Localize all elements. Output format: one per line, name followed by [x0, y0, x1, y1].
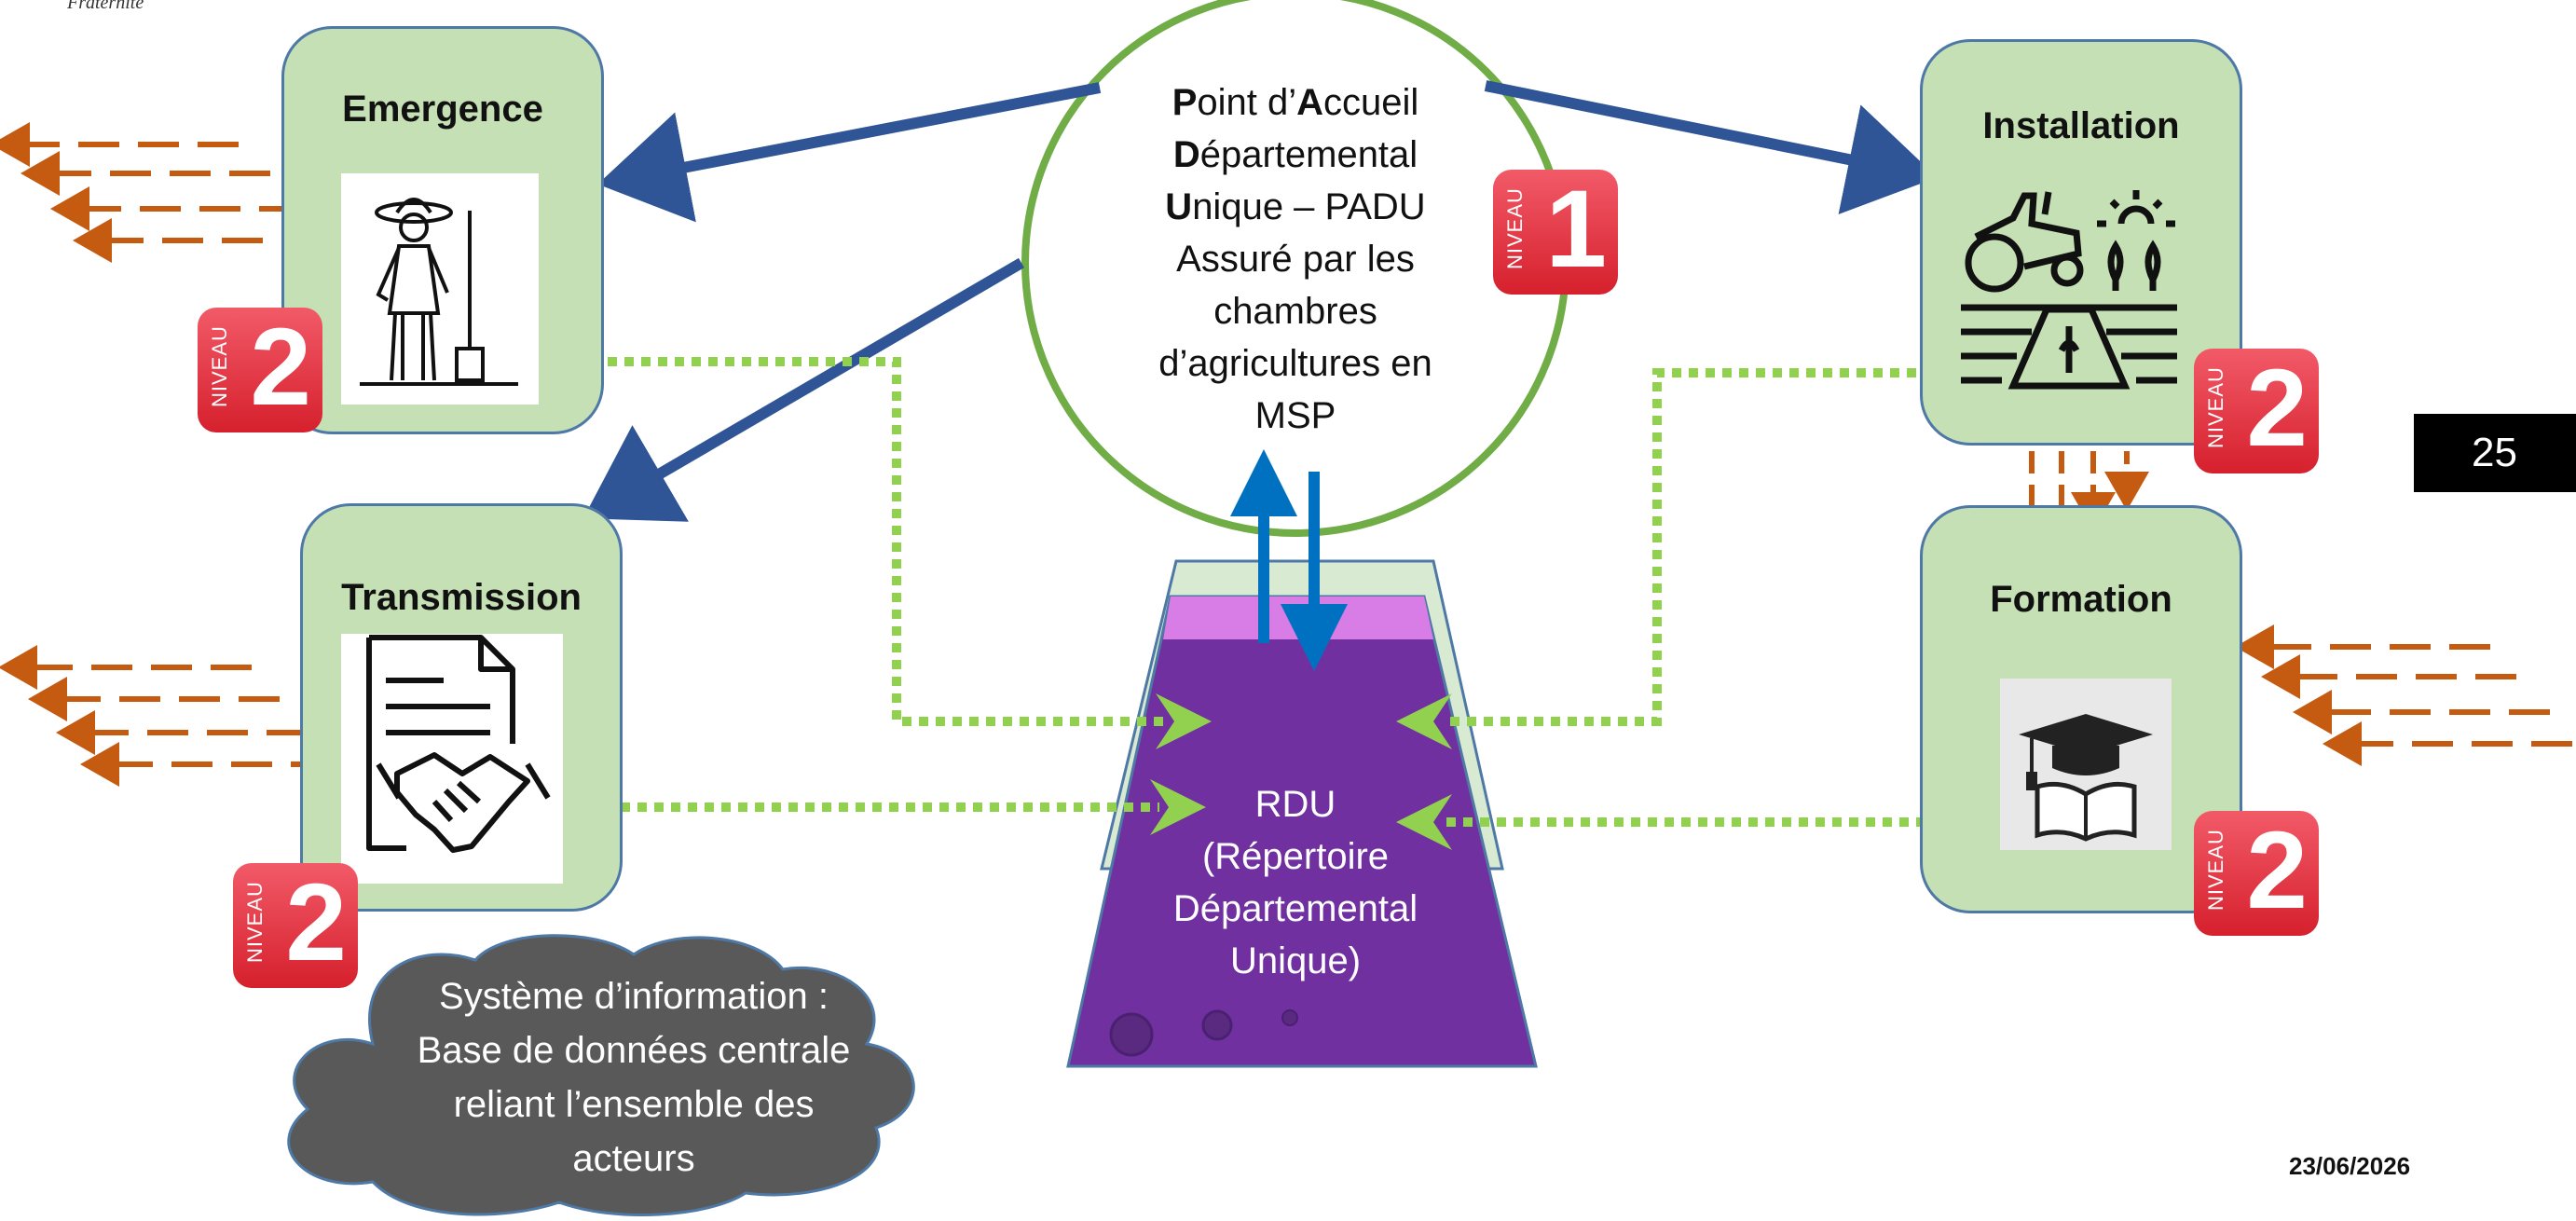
rdu-label: RDU (Répertoire Départemental Unique)	[1128, 778, 1463, 987]
padu-line-2: Départemental	[1172, 134, 1418, 175]
cloud-line-2: Base de données centrale	[417, 1030, 851, 1071]
cloud-line-4: acteurs	[572, 1138, 695, 1179]
badge-installation: NIVEAU 2	[2194, 347, 2319, 473]
installation-image	[1957, 186, 2181, 393]
padu-line-1: Point d’Accueil	[1172, 82, 1419, 123]
badge-level-number: 1	[1545, 168, 1607, 291]
formation-image	[2000, 679, 2172, 850]
tractor-field-icon	[1961, 190, 2177, 390]
orange-arrows-emergence	[0, 122, 322, 263]
padu-line-3: Unique – PADU	[1165, 186, 1426, 227]
padu-line-5: chambres	[1213, 291, 1377, 332]
footer-date: 23/06/2026	[2289, 1152, 2411, 1180]
farmer-icon	[360, 198, 518, 386]
document-handshake-icon	[366, 635, 551, 853]
header-motto: Fraternité	[67, 0, 144, 13]
page-number: 25	[2414, 414, 2576, 492]
arrow-to-emergence	[597, 82, 1102, 223]
badge-level-1: NIVEAU 1	[1493, 168, 1618, 295]
badge-level-word: NIVEAU	[1503, 187, 1527, 269]
graduation-book-icon	[2019, 714, 2153, 842]
padu-line-4: Assuré par les	[1176, 239, 1415, 280]
information-system-cloud	[287, 934, 915, 1216]
arrow-to-transmission	[582, 257, 1025, 522]
rdu-line-4: Unique)	[1229, 940, 1362, 981]
orange-arrows-installation-formation	[2009, 451, 2149, 591]
cloud-line-1: Système d’information :	[439, 976, 829, 1017]
rdu-line-2: (Répertoire	[1201, 836, 1390, 877]
dotted-emergence-rdu	[591, 357, 1212, 749]
cloud-label: Système d’information : Base de données …	[382, 969, 885, 1186]
box-title-emergence: Emergence	[342, 89, 543, 130]
padu-text: Point d’Accueil Départemental Unique – P…	[1053, 76, 1538, 442]
transmission-image	[341, 634, 563, 884]
box-title-formation: Formation	[1990, 579, 2172, 620]
rdu-line-1: RDU	[1254, 784, 1336, 825]
farmer-image	[341, 173, 539, 405]
badge-formation: NIVEAU 2	[2194, 809, 2319, 936]
box-title-installation: Installation	[1982, 105, 2180, 146]
orange-arrows-formation	[2235, 624, 2572, 766]
badge-emergence: NIVEAU 2	[198, 306, 322, 432]
orange-arrows-transmission	[0, 645, 332, 787]
box-title-transmission: Transmission	[341, 577, 582, 618]
arrow-to-installation	[1484, 80, 1938, 215]
padu-line-7: MSP	[1254, 395, 1336, 436]
badge-transmission: NIVEAU 2	[233, 861, 358, 988]
rdu-line-3: Départemental	[1172, 888, 1418, 929]
cloud-line-3: reliant l’ensemble des	[453, 1084, 815, 1125]
padu-line-6: d’agricultures en	[1158, 343, 1432, 384]
